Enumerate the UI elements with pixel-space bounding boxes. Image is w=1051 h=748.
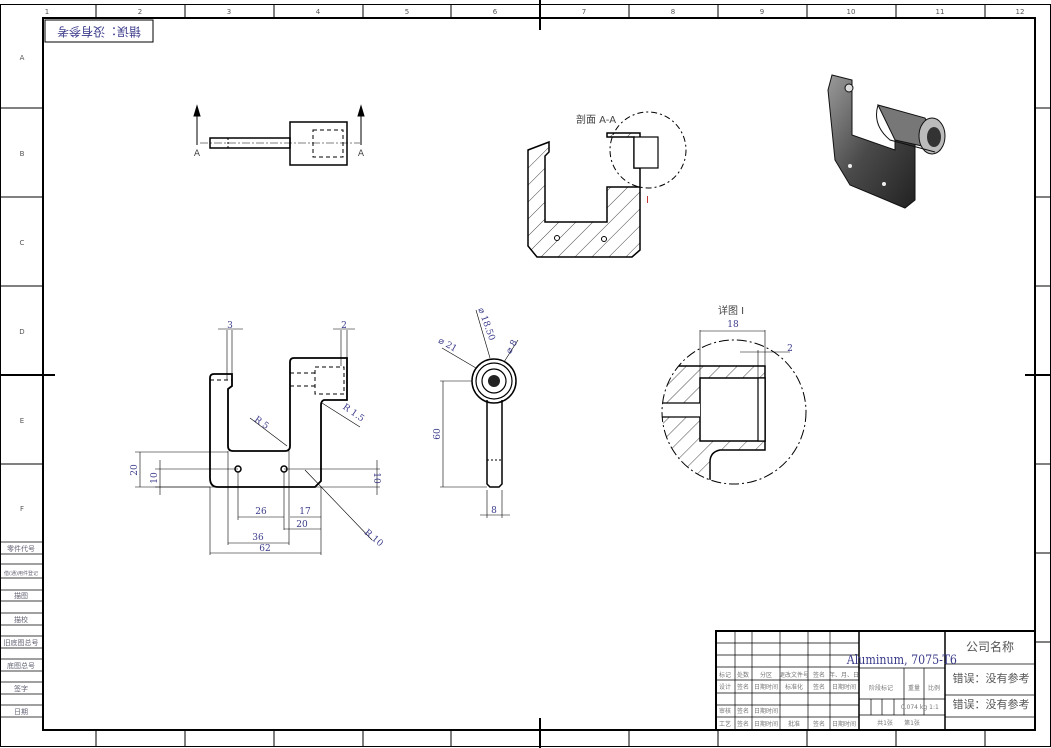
process-date: 日期时间 bbox=[754, 720, 778, 728]
left-strip bbox=[0, 541, 43, 718]
strip-trace-check: 描校 bbox=[14, 615, 28, 624]
detail-title: 详图 I bbox=[718, 304, 744, 317]
title-block bbox=[715, 630, 1036, 731]
dim-26: 26 bbox=[255, 507, 267, 517]
svg-text:3: 3 bbox=[227, 8, 231, 16]
standard-sign: 签名 bbox=[813, 683, 825, 691]
weight-value: 0.074 kg bbox=[901, 704, 928, 711]
drawing-number: 错误：没有参考 bbox=[953, 697, 1030, 711]
material-name: Aluminum, 7075-T6 bbox=[846, 652, 957, 667]
svg-text:4: 4 bbox=[316, 8, 321, 16]
drawing-name: 错误：没有参考 bbox=[953, 671, 1030, 685]
review-date: 日期时间 bbox=[754, 707, 778, 715]
svg-text:B: B bbox=[20, 150, 25, 158]
approve-label: 批准 bbox=[788, 720, 800, 728]
approve-date: 日期时间 bbox=[832, 720, 856, 728]
hdr-zone: 分区 bbox=[760, 671, 772, 679]
design-label: 设计 bbox=[719, 683, 731, 691]
section-title: 剖面 A-A bbox=[576, 113, 616, 126]
detail-view: 详图 I 18 2 bbox=[661, 304, 807, 485]
svg-text:D: D bbox=[19, 328, 24, 336]
front-view: 3 2 R 5 R 1.5 20 10 10 26 17 20 36 62 R … bbox=[130, 321, 385, 555]
strip-part-code: 零件代号 bbox=[7, 544, 35, 553]
dim-36: 36 bbox=[252, 533, 264, 543]
design-date: 日期时间 bbox=[754, 683, 778, 691]
detail-marker: I bbox=[646, 195, 649, 206]
sheet-number: 第1张 bbox=[904, 719, 920, 727]
svg-text:C: C bbox=[20, 239, 25, 247]
dim-8: 8 bbox=[491, 506, 497, 516]
section-view: 剖面 A-A I bbox=[527, 111, 687, 258]
dim-10-right: 10 bbox=[371, 472, 381, 484]
dim-r1-5: R 1.5 bbox=[340, 402, 366, 424]
svg-text:5: 5 bbox=[405, 8, 409, 16]
svg-text:E: E bbox=[20, 417, 24, 425]
sheets-total: 共1张 bbox=[877, 719, 893, 727]
svg-text:1: 1 bbox=[45, 8, 49, 16]
dim-detail-18: 18 bbox=[727, 320, 739, 330]
section-arrow-label-right: A bbox=[358, 149, 365, 159]
dim-17: 17 bbox=[299, 507, 311, 517]
svg-text:7: 7 bbox=[582, 8, 586, 16]
dim-dia18-5: ⌀ 18.50 bbox=[475, 307, 496, 343]
strip-date: 日期 bbox=[14, 708, 28, 716]
design-sign: 签名 bbox=[737, 683, 749, 691]
company-name: 公司名称 bbox=[966, 639, 1014, 654]
strip-signature: 签字 bbox=[14, 684, 28, 693]
strip-old-number: 旧底图总号 bbox=[4, 638, 39, 647]
hdr-mark: 标记 bbox=[719, 671, 731, 679]
svg-text:2: 2 bbox=[138, 8, 142, 16]
dim-60: 60 bbox=[433, 428, 443, 440]
svg-text:12: 12 bbox=[1016, 8, 1025, 16]
dim-r5: R 5 bbox=[252, 415, 271, 432]
svg-text:11: 11 bbox=[936, 8, 945, 16]
dim-detail-2: 2 bbox=[787, 344, 793, 354]
isometric-view bbox=[827, 74, 946, 209]
section-arrow-label-left: A bbox=[194, 149, 201, 159]
hdr-change-doc: 更改文件号 bbox=[779, 671, 809, 679]
inner-frame bbox=[42, 17, 1036, 731]
svg-text:F: F bbox=[20, 505, 24, 513]
process-sign: 签名 bbox=[737, 720, 749, 728]
svg-text:A: A bbox=[20, 54, 25, 62]
process-label: 工艺 bbox=[719, 720, 731, 728]
hdr-sign: 签名 bbox=[813, 671, 825, 679]
strip-borrowed: 借(通)用件登记 bbox=[4, 570, 38, 577]
hdr-date: 年、月、日 bbox=[829, 671, 859, 679]
dim-20-bottom: 20 bbox=[296, 520, 308, 530]
dim-10-left: 10 bbox=[150, 472, 160, 484]
dim-dia21: ⌀ 21 bbox=[436, 336, 458, 355]
hdr-count: 处数 bbox=[737, 671, 749, 679]
dim-2: 2 bbox=[341, 321, 347, 331]
standard-label: 标准化 bbox=[785, 683, 803, 691]
strip-tracing: 描图 bbox=[14, 591, 28, 600]
dim-62: 62 bbox=[259, 544, 270, 554]
side-view: ⌀ 21 ⌀ 18.50 ⌀ 8 60 8 bbox=[433, 307, 520, 518]
scale-label: 比例 bbox=[928, 684, 940, 692]
svg-text:8: 8 bbox=[671, 8, 675, 16]
strip-base-number: 底图总号 bbox=[7, 661, 35, 670]
corner-label: 错误：没有参考 bbox=[57, 25, 141, 40]
dim-r10: R 10 bbox=[362, 528, 385, 549]
top-view: A A bbox=[193, 104, 365, 166]
weight-label: 重量 bbox=[908, 684, 920, 692]
svg-text:10: 10 bbox=[847, 8, 856, 16]
dim-dia8: ⌀ 8 bbox=[504, 338, 520, 355]
svg-text:9: 9 bbox=[760, 8, 764, 16]
review-label: 审核 bbox=[719, 707, 731, 715]
dim-3: 3 bbox=[227, 321, 233, 331]
corner-label-box bbox=[44, 19, 154, 43]
standard-date: 日期时间 bbox=[832, 683, 856, 691]
approve-sign: 签名 bbox=[813, 720, 825, 728]
review-sign: 签名 bbox=[737, 707, 749, 715]
svg-text:6: 6 bbox=[493, 8, 498, 16]
dim-20: 20 bbox=[130, 464, 140, 476]
stage-label: 阶段标记 bbox=[869, 684, 893, 692]
scale-value: 1:1 bbox=[929, 704, 939, 711]
